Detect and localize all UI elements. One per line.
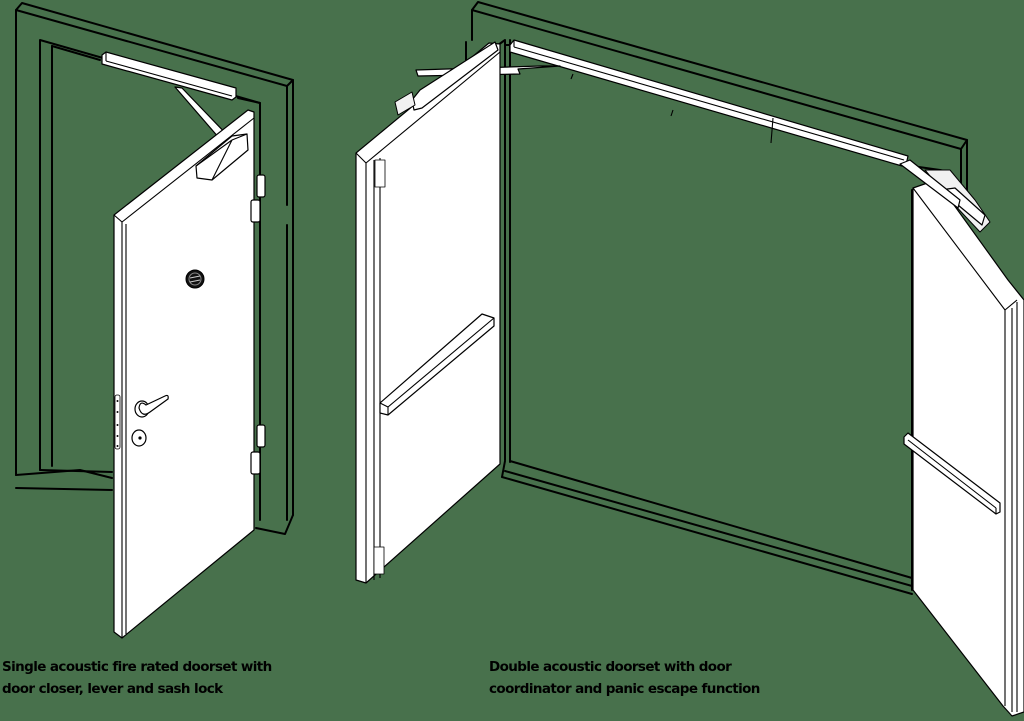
double-doorset-caption-line-1: Double acoustic doorset with door [489, 659, 732, 675]
single-door-leaf [113, 109, 255, 639]
double-doorset-caption: Double acoustic doorset with door coordi… [489, 656, 760, 700]
left-panic-bar [379, 313, 495, 416]
lever-handle-icon [134, 394, 169, 418]
single-doorset-caption-line-1: Single acoustic fire rated doorset with [2, 659, 272, 675]
double-door-frame [465, 1, 968, 595]
right-panic-bar [903, 432, 1001, 515]
sash-lock-faceplate [114, 394, 121, 450]
hinge-top [256, 174, 266, 198]
single-doorset-caption: Single acoustic fire rated doorset with … [2, 656, 272, 700]
hinge-lower [256, 424, 266, 448]
double-doorset-drawing [355, 1, 1024, 717]
hinge-upper-mid [250, 199, 261, 223]
overhead-closer-track [101, 51, 237, 101]
door-coordinator-bar [509, 39, 909, 167]
double-doorset-caption-line-2: coordinator and panic escape function [489, 681, 760, 697]
single-doorset-caption-line-2: door closer, lever and sash lock [2, 681, 223, 697]
door-closer-body [195, 133, 249, 181]
right-closer-arm [899, 159, 961, 209]
sash-lock-escutcheon-icon [131, 429, 147, 447]
right-door-leaf [912, 169, 1024, 717]
left-door-leaf [355, 41, 501, 584]
hinge-bottom [250, 451, 261, 475]
door-viewer-icon [185, 269, 205, 289]
single-doorset-drawing [15, 2, 294, 639]
